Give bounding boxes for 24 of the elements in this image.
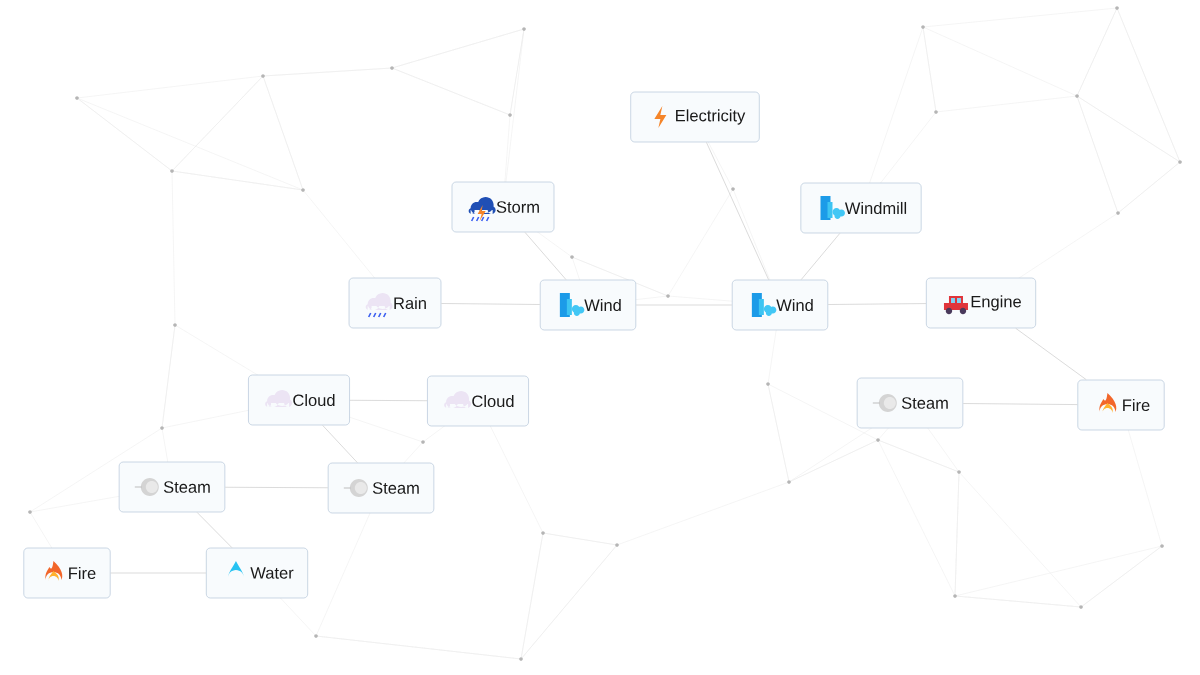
connector-line bbox=[800, 232, 841, 281]
connector-line bbox=[349, 399, 428, 402]
connector-line bbox=[322, 424, 358, 464]
item-card: Wind bbox=[539, 279, 637, 331]
item-card: Rain bbox=[348, 277, 442, 329]
connector-line bbox=[224, 486, 329, 489]
item-card: Windmill bbox=[800, 182, 922, 234]
item-card: Steam bbox=[327, 462, 435, 514]
item-card: Wind bbox=[731, 279, 829, 331]
item-card: Electricity bbox=[630, 91, 760, 143]
item-card: Fire bbox=[1077, 379, 1165, 431]
connector-line bbox=[524, 231, 567, 281]
item-card: Steam bbox=[118, 461, 226, 513]
item-card: Cloud bbox=[248, 374, 350, 426]
connector-line bbox=[196, 511, 233, 549]
item-card: Engine bbox=[925, 277, 1037, 329]
connector-line bbox=[706, 141, 769, 281]
item-card: Steam bbox=[856, 377, 964, 429]
item-card: Water bbox=[205, 547, 309, 599]
item-card: Storm bbox=[451, 181, 555, 233]
item-card: Cloud bbox=[427, 375, 529, 427]
connector-line bbox=[1015, 327, 1087, 381]
item-card: Fire bbox=[23, 547, 111, 599]
connector-line bbox=[962, 403, 1078, 405]
